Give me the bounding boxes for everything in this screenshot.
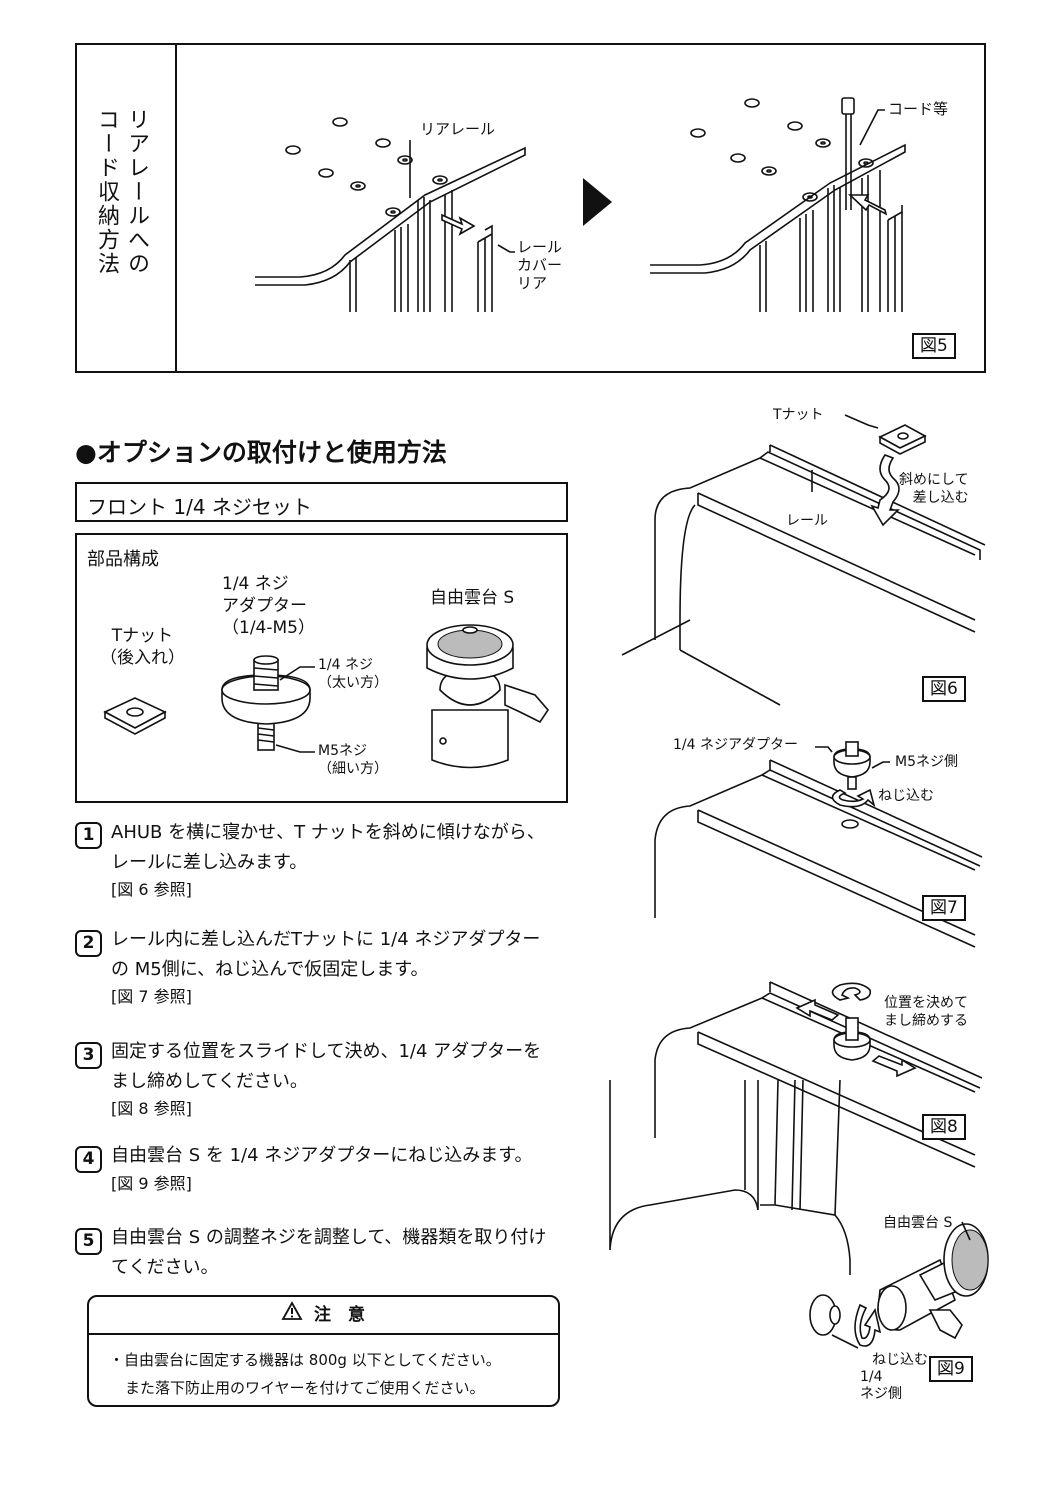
ballhead-icon bbox=[426, 624, 550, 769]
fig6-angle-label: 斜めにして 差し込む bbox=[899, 472, 969, 506]
next-step-arrow bbox=[583, 178, 612, 226]
caution-box: 注 意 ・自由雲台に固定する機器は 800g 以下としてください。 また落下防止… bbox=[87, 1295, 560, 1407]
product-box: フロント 1/4 ネジセット bbox=[75, 482, 568, 522]
fig7-adapter-label: 1/4 ネジアダプター bbox=[673, 737, 798, 753]
caution-title: 注 意 bbox=[313, 1305, 365, 1325]
parts-box: 部品構成 bbox=[75, 533, 568, 803]
fig5-number: 図5 bbox=[912, 333, 956, 360]
ballhead-label: 自由雲台 S bbox=[430, 588, 515, 608]
label-cord: コード等 bbox=[888, 100, 949, 118]
step-4-number: 4 bbox=[75, 1146, 102, 1173]
fig6-tnut-icon bbox=[878, 424, 927, 455]
fig8-adapter-icon bbox=[833, 1017, 871, 1061]
fig9-number: 図9 bbox=[929, 1356, 973, 1383]
parts-title: 部品構成 bbox=[87, 549, 159, 570]
step-2: レール内に差し込んだTナットに 1/4 ネジアダプター の M5側に、ねじ込んで… bbox=[111, 929, 541, 1007]
step-5-number: 5 bbox=[75, 1228, 102, 1255]
step-3-number: 3 bbox=[75, 1042, 102, 1069]
caution-line-1: ・自由雲台に固定する機器は 800g 以下としてください。 bbox=[109, 1351, 501, 1369]
adapter-top-label: 1/4 ネジ （太い方） bbox=[318, 657, 388, 691]
label-rail-cover: レール カバー リア bbox=[517, 238, 563, 292]
step-2-number: 2 bbox=[75, 930, 102, 957]
step-5: 自由雲台 S の調整ネジを調整して、機器類を取り付け てください。 bbox=[111, 1227, 547, 1278]
parts-illustrations bbox=[103, 624, 550, 769]
step-1-number: 1 bbox=[75, 822, 102, 849]
fig5-panel bbox=[75, 43, 986, 373]
step-1: AHUB を横に寝かせ、T ナットを斜めに傾けながら、 レールに差し込みます。 … bbox=[111, 822, 545, 900]
fig5-divider bbox=[175, 43, 177, 373]
label-rear-rail: リアレール bbox=[420, 120, 496, 138]
fig7-number: 図7 bbox=[922, 895, 966, 922]
warning-icon bbox=[281, 1297, 303, 1333]
fig7-adapter-icon bbox=[833, 741, 871, 790]
section-heading: ●オプションの取付けと使用方法 bbox=[75, 438, 447, 467]
step-4: 自由雲台 S を 1/4 ネジアダプターにねじ込みます。 [図 9 参照] bbox=[111, 1145, 533, 1193]
tnut-icon bbox=[103, 697, 167, 735]
fig5-side-title: コード収納方法 リアレールへの bbox=[92, 108, 162, 308]
fig5-left-illustration bbox=[255, 117, 526, 312]
adapter-icon bbox=[221, 655, 315, 753]
fig9-ballhead-label: 自由雲台 S bbox=[883, 1215, 953, 1231]
adapter-label: 1/4 ネジ アダプター （1/4-M5） bbox=[222, 574, 315, 639]
side-title-col1: リアレールへの bbox=[124, 108, 149, 276]
tnut-label: Tナット （後入れ） bbox=[100, 626, 185, 669]
fig6-tnut-label: Tナット bbox=[773, 407, 824, 423]
rail-cover-leader bbox=[497, 244, 515, 253]
caution-line-2: また落下防止用のワイヤーを付けてご使用ください。 bbox=[125, 1379, 485, 1397]
fig9-adapter-icon bbox=[809, 1294, 841, 1336]
product-name: フロント 1/4 ネジセット bbox=[87, 495, 312, 519]
fig8-position-label: 位置を決めて まし締めする bbox=[884, 995, 968, 1029]
fig7-screwin-label: ねじ込む bbox=[878, 788, 934, 804]
fig5-right-illustration bbox=[650, 97, 906, 312]
fig9-ballhead-icon bbox=[877, 1223, 989, 1340]
fig9-screwin-label: ねじ込む bbox=[872, 1352, 928, 1368]
fig6-rail-label: レール bbox=[786, 513, 828, 529]
fig9-side-label: 1/4 ネジ側 bbox=[860, 1369, 902, 1402]
fig6-number: 図6 bbox=[922, 676, 966, 703]
step-3: 固定する位置をスライドして決め、1/4 アダプターを まし締めしてください。 [… bbox=[111, 1041, 542, 1119]
fig8-number: 図8 bbox=[922, 1114, 966, 1141]
side-title-col2: コード収納方法 bbox=[94, 108, 119, 276]
adapter-bottom-label: M5ネジ （細い方） bbox=[318, 743, 388, 777]
caution-header: 注 意 bbox=[89, 1297, 558, 1335]
fig7-m5side-label: M5ネジ側 bbox=[895, 754, 958, 770]
